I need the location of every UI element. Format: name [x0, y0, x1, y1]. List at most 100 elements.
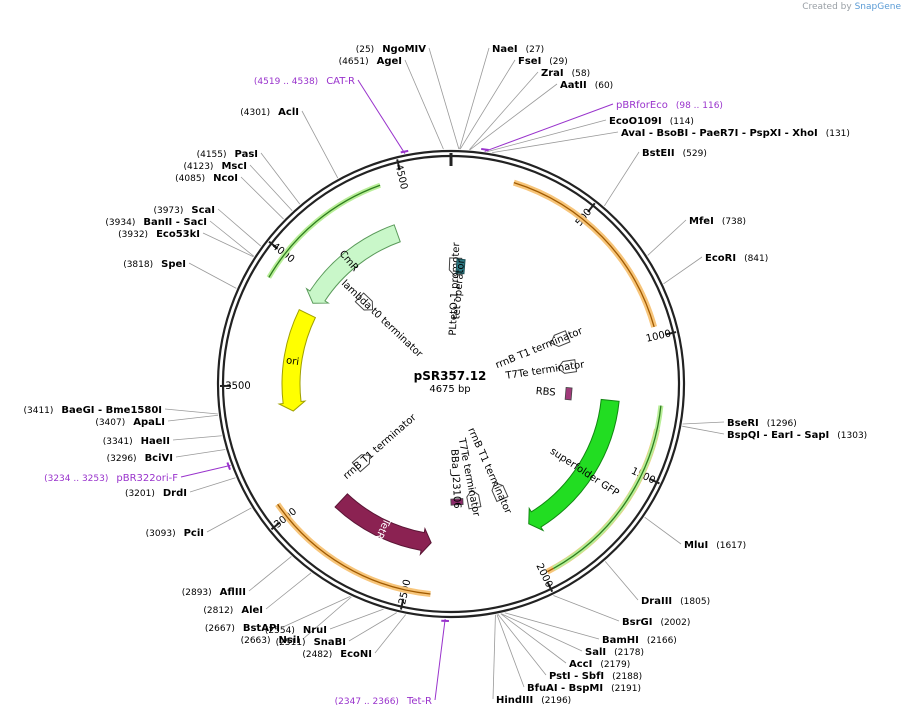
site-afliii[interactable]: (2893)AflIII: [182, 587, 246, 598]
site-position: (4085): [175, 174, 205, 184]
site-scai[interactable]: (3973)ScaI: [153, 205, 215, 216]
ruler-tick: [587, 202, 596, 213]
feature-tetr[interactable]: TetR: [334, 493, 432, 556]
site-position: (3341): [103, 437, 133, 447]
small-feature-lambda-t0-terminator-9[interactable]: lambda t0 terminator: [339, 278, 425, 360]
site-snabi[interactable]: (2511)SnaBI: [276, 637, 346, 648]
site-eco53ki[interactable]: (3932)Eco53kI: [118, 229, 200, 240]
site-draiii[interactable]: DraIII(1805): [641, 596, 710, 607]
site-bspqi[interactable]: BspQI - EarI - SapI(1303): [727, 430, 867, 441]
site-leader: [188, 262, 237, 289]
site-ngomiv[interactable]: (25)NgoMIV: [356, 44, 427, 55]
site-haeii[interactable]: (3341)HaeII: [103, 436, 170, 447]
ruler-tick: [270, 521, 281, 531]
primer-label: (4519 .. 4538)CAT-R: [254, 76, 355, 87]
site-label: (2482)EcoNI: [302, 649, 372, 660]
site-fsei[interactable]: FseI(29): [518, 56, 568, 67]
site-nsii[interactable]: (2663)NsiI: [241, 635, 300, 646]
site-drdi[interactable]: (3201)DrdI: [125, 488, 187, 499]
site-label: DraIII(1805): [641, 596, 710, 607]
site-leader: [459, 47, 490, 150]
site-bsrgi[interactable]: BsrGI(2002): [622, 617, 690, 628]
small-feature-rrnb-t1-terminator-8[interactable]: rrnB T1 terminator: [341, 412, 419, 482]
site-name: BstAPI: [243, 623, 280, 634]
site-agei[interactable]: (4651)AgeI: [339, 56, 402, 67]
primer-label: pBRforEco(98 .. 116): [616, 100, 723, 111]
small-feature-label: BBa_J23106: [448, 449, 462, 509]
feature-ori[interactable]: ori: [277, 309, 317, 412]
site-sali[interactable]: SalI(2178): [585, 647, 644, 658]
feature-superfolder-gfp[interactable]: superfolder GFP: [528, 398, 621, 532]
site-naei[interactable]: NaeI(27): [492, 44, 544, 55]
terminator-glyph: [491, 481, 509, 503]
site-position: (2191): [611, 684, 641, 694]
site-bstapi[interactable]: (2667)BstAPI: [205, 623, 280, 634]
small-feature-tet-operator-1[interactable]: tet operator: [451, 258, 467, 320]
site-leader: [663, 256, 703, 285]
site-bsteii[interactable]: BstEII(529): [642, 148, 707, 159]
site-avai[interactable]: AvaI - BsoBI - PaeR7I - PspXI - XhoI(131…: [621, 128, 850, 139]
site-nrui[interactable]: (2554)NruI: [265, 625, 327, 636]
site-aatii[interactable]: AatII(60): [560, 80, 613, 91]
site-mlui[interactable]: MluI(1617): [684, 540, 746, 551]
ruler-label: 2000: [533, 562, 554, 590]
site-leader: [302, 596, 352, 640]
primer-mark: [400, 149, 409, 154]
site-ecoo109i[interactable]: EcoO109I(114): [609, 116, 694, 127]
site-baegi[interactable]: (3411)BaeGI - Bme1580I: [23, 405, 162, 416]
site-position: (114): [670, 117, 694, 127]
site-econi[interactable]: (2482)EcoNI: [302, 649, 372, 660]
site-ecori[interactable]: EcoRI(841): [705, 253, 768, 264]
site-label: (4301)AclI: [240, 107, 299, 118]
site-position: (2178): [614, 648, 644, 658]
primer-pbr322ori-f[interactable]: (3234 .. 3253)pBR322ori-F: [44, 462, 231, 484]
cds-arc: [266, 182, 381, 279]
primer-cat-r[interactable]: (4519 .. 4538)CAT-R: [254, 76, 409, 154]
site-name: NsiI: [279, 635, 300, 646]
site-name: PciI: [184, 528, 204, 539]
site-spei[interactable]: (3818)SpeI: [123, 259, 186, 270]
primer-leader: [180, 464, 231, 478]
ruler-tick: [665, 331, 677, 336]
site-pcii[interactable]: (3093)PciI: [146, 528, 204, 539]
primer-mark: [481, 147, 489, 152]
site-label: (3341)HaeII: [103, 436, 170, 447]
site-acci[interactable]: AccI(2179): [569, 659, 630, 670]
site-position: (4301): [240, 108, 270, 118]
site-name: NruI: [303, 625, 327, 636]
feature-cmr[interactable]: CmR: [305, 224, 401, 304]
site-banii[interactable]: (3934)BanII - SacI: [105, 217, 207, 228]
small-feature-bba-j23106-7[interactable]: BBa_J23106: [448, 449, 464, 509]
site-msci[interactable]: (4123)MscI: [184, 161, 248, 172]
site-acli[interactable]: (4301)AclI: [240, 107, 299, 118]
terminator-glyph: [466, 489, 482, 510]
site-hindiii[interactable]: HindIII(2196): [496, 695, 571, 706]
site-bseri[interactable]: BseRI(1296): [727, 418, 797, 429]
context-arc-line: [277, 503, 431, 595]
site-zrai[interactable]: ZraI(58): [541, 68, 590, 79]
site-apali[interactable]: (3407)ApaLI: [95, 417, 165, 428]
site-bfuai[interactable]: BfuAI - BspMI(2191): [527, 683, 641, 694]
feature-superfolder-gfp-arrow: [528, 398, 620, 532]
site-alei[interactable]: (2812)AleI: [203, 605, 263, 616]
site-pasi[interactable]: (4155)PasI: [197, 149, 258, 160]
site-psti[interactable]: PstI - SbfI(2188): [549, 671, 642, 682]
primer-pbrforeco[interactable]: pBRforEco(98 .. 116): [481, 100, 723, 152]
site-position: (738): [722, 217, 746, 227]
site-name: BamHI: [602, 635, 639, 646]
site-bcivi[interactable]: (3296)BciVI: [107, 453, 173, 464]
site-leader: [248, 556, 292, 592]
small-feature-rbs-4[interactable]: RBS: [535, 386, 573, 401]
feature-ori-label: ori: [285, 355, 299, 368]
site-ncoi[interactable]: (4085)NcoI: [175, 173, 238, 184]
site-position: (3201): [125, 489, 155, 499]
primer-tet-r[interactable]: (2347 .. 2366)Tet-R: [335, 618, 449, 707]
leader-lines: [164, 47, 725, 700]
site-bamhi[interactable]: BamHI(2166): [602, 635, 677, 646]
site-leader: [469, 71, 539, 150]
site-label: (3407)ApaLI: [95, 417, 165, 428]
site-mfei[interactable]: MfeI(738): [689, 216, 746, 227]
site-label: PstI - SbfI(2188): [549, 671, 642, 682]
